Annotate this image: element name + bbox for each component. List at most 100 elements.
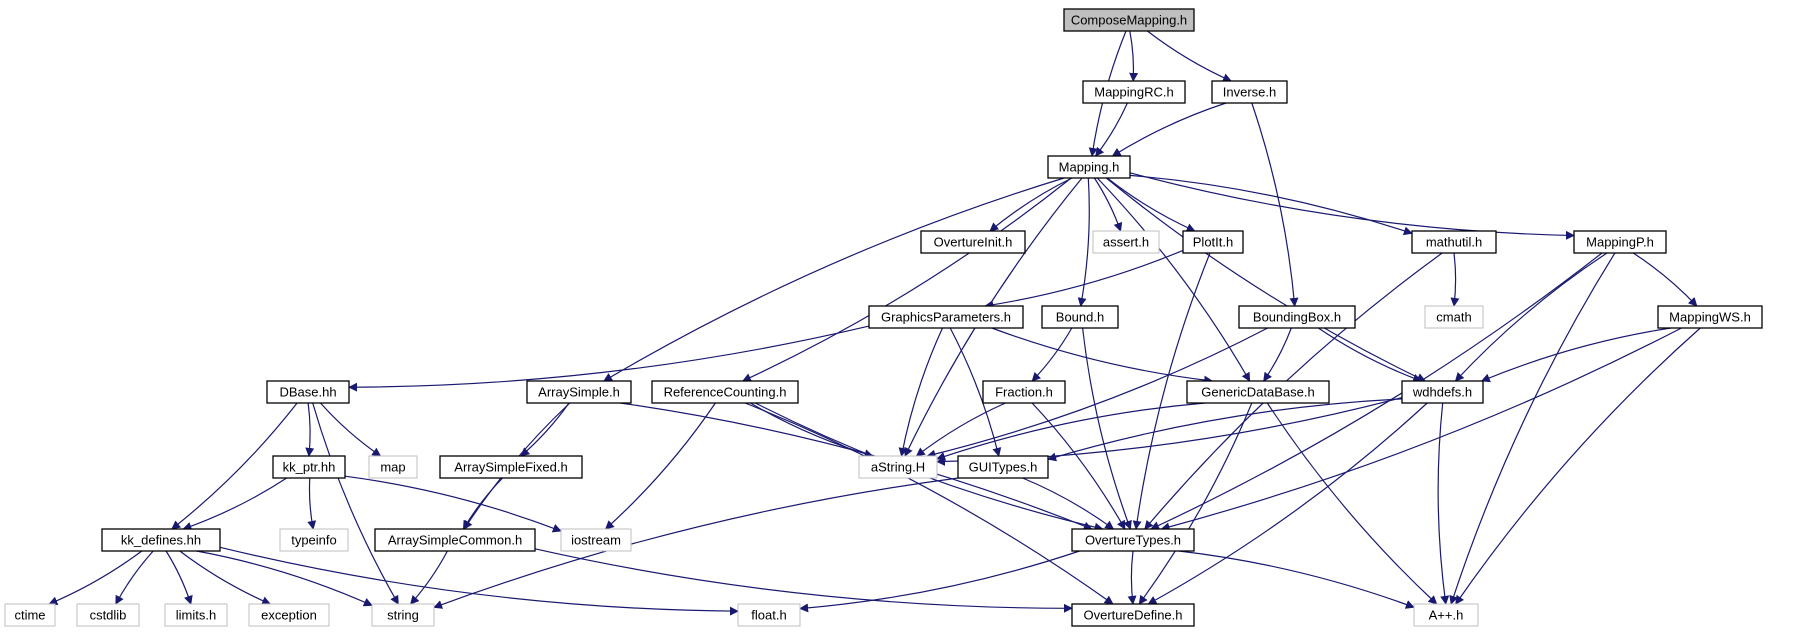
node-app[interactable]: A++.h [1413, 603, 1479, 627]
node-mappingws[interactable]: MappingWS.h [1657, 305, 1763, 329]
edge-mapping-to-assert [1093, 177, 1123, 232]
node-referencecounting[interactable]: ReferenceCounting.h [651, 380, 799, 404]
edge-genericdatabase-to-overturedefine [1138, 402, 1253, 605]
node-box-fraction [982, 380, 1066, 404]
node-boundingbox[interactable]: BoundingBox.h [1238, 305, 1356, 329]
node-box-iostream [560, 528, 632, 552]
node-label-kkptr: kk_ptr.hh [283, 460, 336, 475]
edge-mapping-to-overtureinit [989, 177, 1073, 232]
node-box-overturetypes [1071, 528, 1195, 552]
node-box-cstdlib [76, 603, 140, 627]
edge-composemapping-to-inverse [1147, 30, 1232, 82]
edge-genericdatabase-to-app [1266, 402, 1438, 605]
node-label-genericdatabase: GenericDataBase.h [1201, 385, 1314, 400]
node-mapping[interactable]: Mapping.h [1047, 155, 1131, 179]
node-label-overtureinit: OvertureInit.h [934, 235, 1013, 250]
edge-mappingws-to-wdhdefs [1480, 327, 1671, 383]
node-box-app [1413, 603, 1479, 627]
node-label-cstdlib: cstdlib [90, 608, 127, 623]
node-box-arraysimplefixed [439, 455, 583, 479]
node-arraysimplecommon[interactable]: ArraySimpleCommon.h [374, 528, 536, 552]
node-overtureinit[interactable]: OvertureInit.h [920, 230, 1026, 254]
node-bound[interactable]: Bound.h [1041, 305, 1119, 329]
node-graphicsparameters[interactable]: GraphicsParameters.h [868, 305, 1024, 329]
node-label-guitypes: GUITypes.h [969, 460, 1038, 475]
edge-arraysimplecommon-to-string [410, 550, 448, 605]
node-box-graphicsparameters [868, 305, 1024, 329]
node-arraysimplefixed[interactable]: ArraySimpleFixed.h [439, 455, 583, 479]
edge-arraysimplefixed-to-arraysimplecommon [462, 477, 504, 530]
node-kkptr[interactable]: kk_ptr.hh [272, 455, 346, 479]
node-label-overturetypes: OvertureTypes.h [1085, 533, 1181, 548]
node-ctime[interactable]: ctime [4, 603, 56, 627]
node-label-map: map [380, 460, 405, 475]
node-string[interactable]: string [371, 603, 435, 627]
edge-dbase-to-string [312, 402, 399, 605]
edge-graphicsparameters-to-dbase [348, 325, 870, 392]
node-assert[interactable]: assert.h [1092, 230, 1160, 254]
node-plotit[interactable]: PlotIt.h [1182, 230, 1244, 254]
node-exception[interactable]: exception [248, 603, 330, 627]
edge-overturetypes-to-float [799, 550, 1080, 613]
edge-kkdefines-to-string [196, 550, 373, 607]
edge-mapping-to-referencecounting [741, 177, 1072, 382]
edge-guitypes-to-overturetypes [1022, 477, 1115, 530]
edge-boundingbox-to-astring [926, 327, 1268, 459]
node-mappingp[interactable]: MappingP.h [1573, 230, 1667, 254]
node-dbase[interactable]: DBase.hh [266, 380, 350, 404]
edge-mappingp-to-overturetypes [1150, 252, 1603, 530]
node-cstdlib[interactable]: cstdlib [76, 603, 140, 627]
edge-mappingp-to-wdhdefs [1454, 252, 1608, 382]
node-label-dbase: DBase.hh [279, 385, 336, 400]
node-box-mappingws [1657, 305, 1763, 329]
node-guitypes[interactable]: GUITypes.h [957, 455, 1049, 479]
edge-mapping-to-genericdatabase [1096, 177, 1251, 382]
node-mathutil[interactable]: mathutil.h [1411, 230, 1497, 254]
node-box-mappingp [1573, 230, 1667, 254]
node-label-typeinfo: typeinfo [291, 533, 337, 548]
node-iostream[interactable]: iostream [560, 528, 632, 552]
node-label-arraysimplecommon: ArraySimpleCommon.h [388, 533, 522, 548]
node-box-mapping [1047, 155, 1131, 179]
node-limits[interactable]: limits.h [164, 603, 228, 627]
node-label-wdhdefs: wdhdefs.h [1412, 385, 1472, 400]
edge-inverse-to-boundingbox [1251, 102, 1299, 307]
node-map[interactable]: map [368, 455, 418, 479]
node-genericdatabase[interactable]: GenericDataBase.h [1186, 380, 1330, 404]
node-label-referencecounting: ReferenceCounting.h [664, 385, 787, 400]
node-label-astring: aString.H [871, 460, 925, 475]
edge-graphicsparameters-to-astring [898, 327, 944, 457]
node-box-astring [858, 455, 938, 479]
node-box-limits [164, 603, 228, 627]
node-label-plotit: PlotIt.h [1193, 235, 1233, 250]
node-kkdefines[interactable]: kk_defines.hh [101, 528, 221, 552]
node-label-arraysimplefixed: ArraySimpleFixed.h [454, 460, 567, 475]
node-arraysimple[interactable]: ArraySimple.h [526, 380, 632, 404]
node-cmath[interactable]: cmath [1424, 305, 1484, 329]
edge-dbase-to-map [320, 402, 382, 457]
node-label-mappingws: MappingWS.h [1669, 310, 1751, 325]
node-float[interactable]: float.h [737, 603, 801, 627]
node-typeinfo[interactable]: typeinfo [279, 528, 349, 552]
node-inverse[interactable]: Inverse.h [1211, 80, 1288, 104]
edge-dbase-to-kkptr [305, 402, 315, 457]
node-label-mapping: Mapping.h [1059, 160, 1120, 175]
node-label-cmath: cmath [1436, 310, 1471, 325]
edge-referencecounting-to-iostream [604, 402, 716, 530]
node-wdhdefs[interactable]: wdhdefs.h [1401, 380, 1484, 404]
node-overturetypes[interactable]: OvertureTypes.h [1071, 528, 1195, 552]
node-fraction[interactable]: Fraction.h [982, 380, 1066, 404]
edge-kkdefines-to-cstdlib [115, 550, 154, 605]
node-overturedefine[interactable]: OvertureDefine.h [1071, 603, 1195, 627]
edge-mappingp-to-app [1449, 252, 1616, 605]
node-astring[interactable]: aString.H [858, 455, 938, 479]
node-label-mathutil: mathutil.h [1426, 235, 1482, 250]
node-box-bound [1041, 305, 1119, 329]
edge-kkptr-to-typeinfo [307, 477, 317, 530]
edge-mapping-to-wdhdefs [1105, 177, 1427, 382]
node-composemapping[interactable]: ComposeMapping.h [1063, 8, 1195, 32]
node-box-kkptr [272, 455, 346, 479]
node-box-kkdefines [101, 528, 221, 552]
edge-fraction-to-overturetypes [1031, 402, 1126, 530]
node-mappingrc[interactable]: MappingRC.h [1082, 80, 1186, 104]
